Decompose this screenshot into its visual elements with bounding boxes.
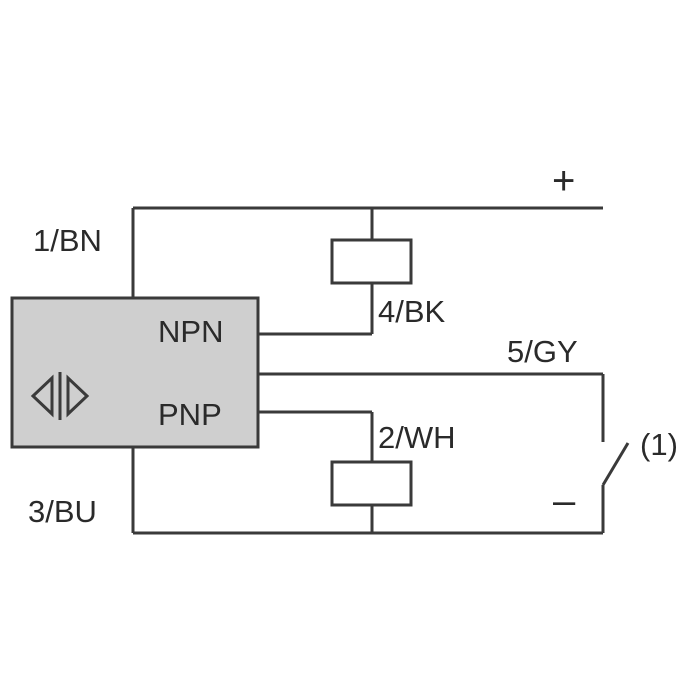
label-switch-note: (1) (640, 427, 678, 462)
switch-contact (601, 442, 630, 486)
label-negative: – (553, 479, 576, 523)
label-pin1: 1/BN (33, 223, 102, 258)
label-npn: NPN (158, 314, 223, 349)
sensor-body (10, 296, 260, 449)
label-pin4: 4/BK (378, 294, 446, 329)
label-pin5: 5/GY (507, 334, 578, 369)
label-pin3: 3/BU (28, 494, 97, 529)
npn-load (330, 238, 413, 285)
pnp-load (330, 460, 413, 507)
inductive-sensor-icon (30, 372, 90, 420)
label-pnp: PNP (158, 397, 222, 432)
label-positive: + (552, 159, 575, 203)
label-pin2: 2/WH (378, 420, 456, 455)
